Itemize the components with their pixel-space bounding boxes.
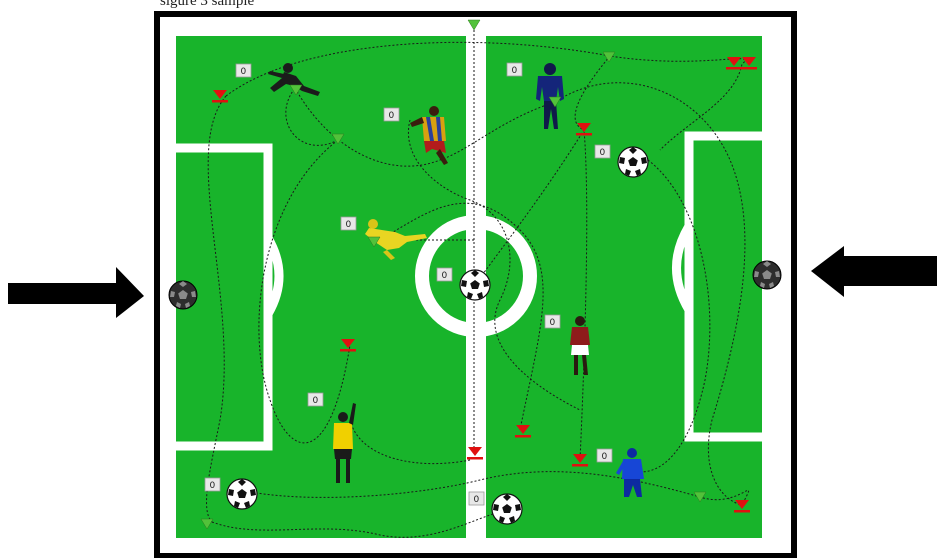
counter-label: 0 [474,495,480,505]
counter-label: 0 [389,111,395,121]
counter-label: 0 [346,220,352,230]
black-arrow-icon [8,267,144,318]
black-arrow-icon [811,246,937,297]
counter-label: 0 [512,66,518,76]
counter-label: 0 [210,481,216,491]
counter-label: 0 [241,67,247,77]
counter-label: 0 [550,318,556,328]
counter-label: 0 [600,148,606,158]
counter-label: 0 [442,271,448,281]
counter-label: 0 [602,452,608,462]
counter-label: 0 [313,396,319,406]
